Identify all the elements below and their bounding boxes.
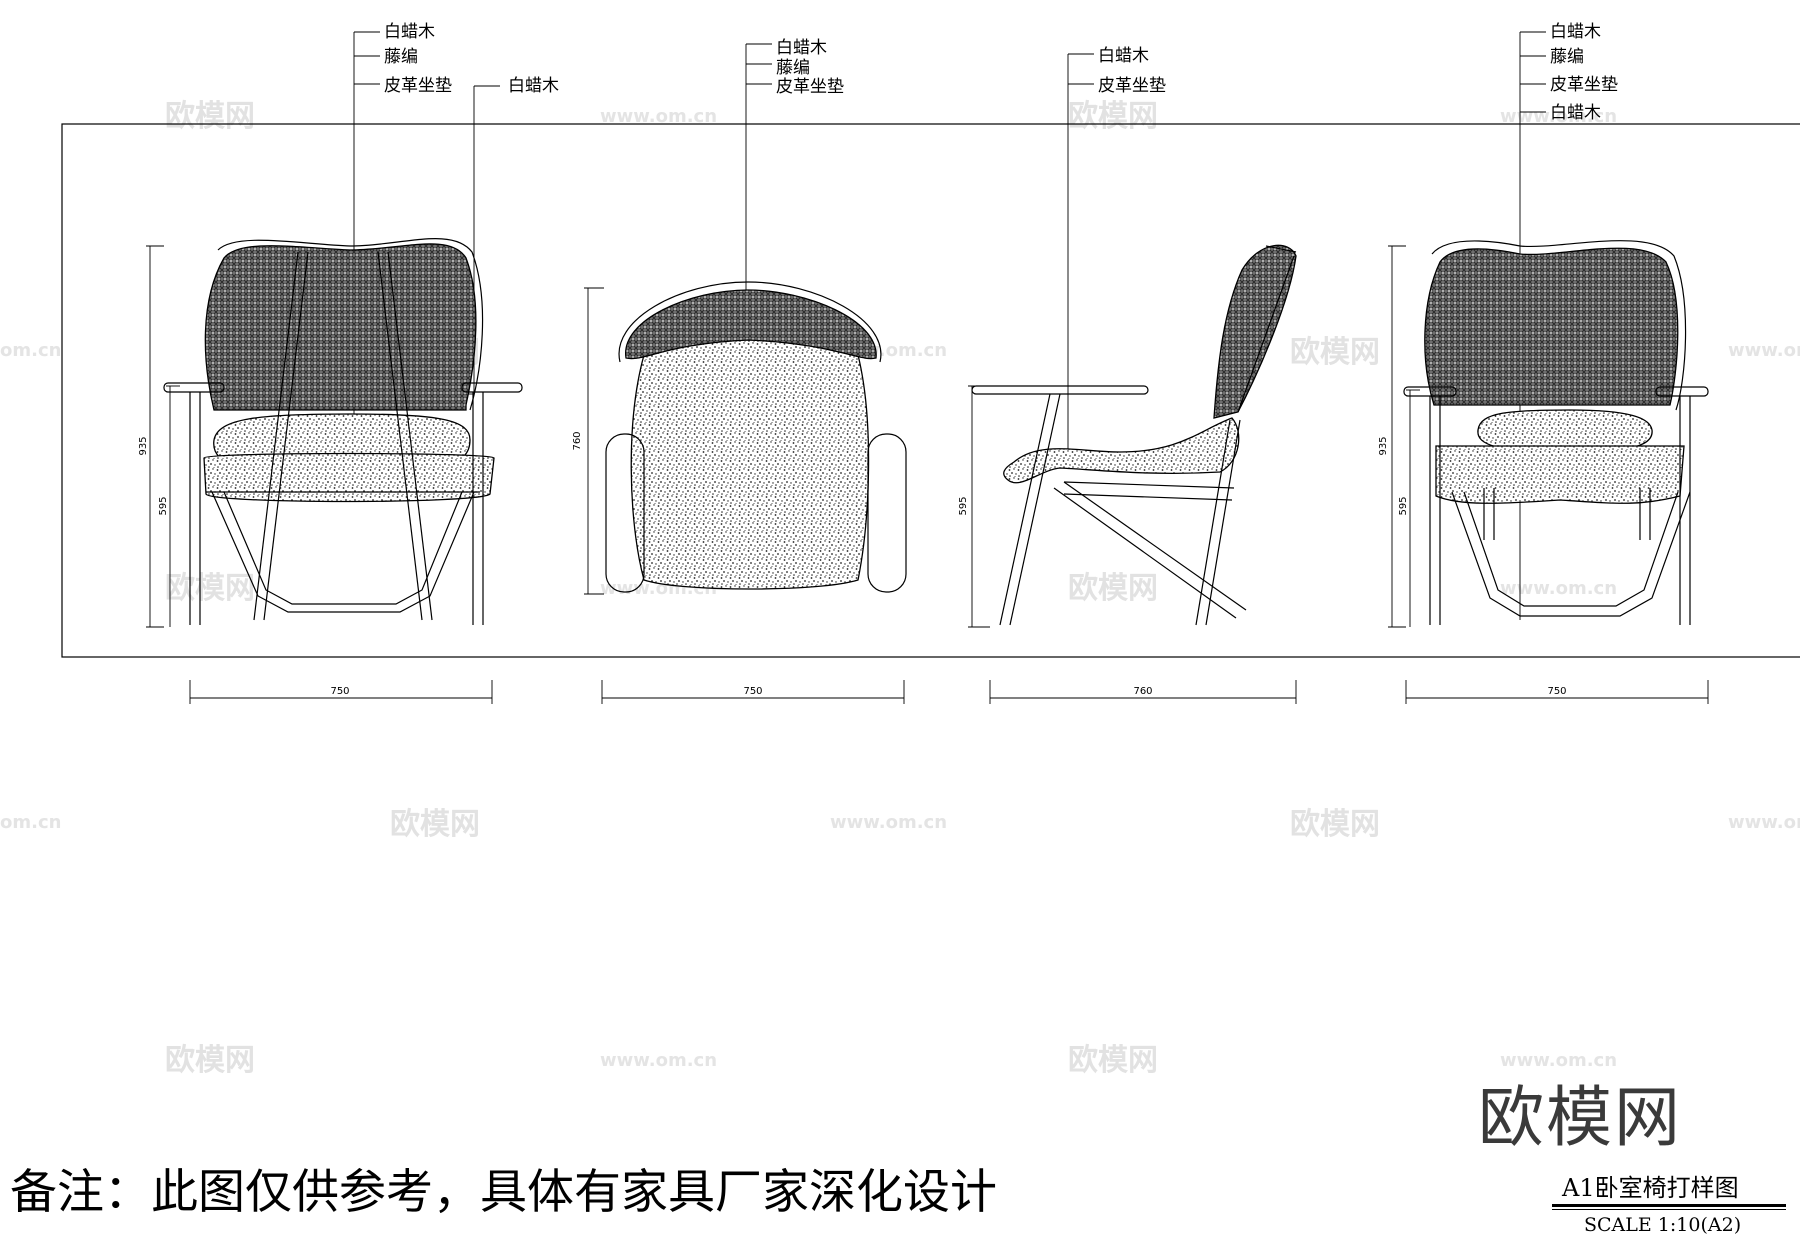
drawing-scale: SCALE 1:10(A2) xyxy=(1584,1214,1742,1236)
armrest xyxy=(461,382,523,393)
watermark-logo: 欧模网 xyxy=(165,99,255,134)
watermark-url: www.om.cn xyxy=(1500,106,1617,127)
label-ash-wood: 白蜡木 xyxy=(776,38,827,58)
watermark-url: www.om.cn xyxy=(830,812,947,833)
dim-width: 750 xyxy=(1547,686,1566,697)
watermark-logo: 欧模网 xyxy=(390,807,480,842)
armrest-plan xyxy=(867,433,907,593)
dim-height-total: 935 xyxy=(138,436,149,455)
side-view: 白蜡木 皮革坐垫 595 760 xyxy=(958,46,1297,704)
label-rattan: 藤编 xyxy=(1550,47,1584,67)
label-leather-cushion: 皮革坐垫 xyxy=(1550,75,1618,95)
watermark-url: www.om.cn xyxy=(1728,340,1800,361)
dim-height-total: 935 xyxy=(1378,436,1389,455)
back-view: 白蜡木 藤编 皮革坐垫 白蜡木 935 595 7 xyxy=(1378,22,1709,704)
watermark-logo: 欧模网 xyxy=(1068,571,1158,606)
label-ash-wood: 白蜡木 xyxy=(1098,46,1149,66)
backrest-rattan xyxy=(1424,247,1679,406)
drawing-title: A1卧室椅打样图 xyxy=(1562,1174,1739,1202)
watermark-brand-logo: 欧模网 xyxy=(1478,1079,1682,1156)
watermark-url: www.om.cn xyxy=(1500,1050,1617,1071)
watermark-url: om.cn xyxy=(0,340,61,361)
label-ash-wood: 白蜡木 xyxy=(1550,103,1601,123)
dim-height-arm: 595 xyxy=(1398,496,1409,515)
dim-width: 750 xyxy=(743,686,762,697)
armrest xyxy=(1655,386,1709,397)
armrest-plan xyxy=(605,433,645,593)
dim-height-arm: 595 xyxy=(958,496,969,515)
armrest xyxy=(163,382,225,393)
label-leather-cushion: 皮革坐垫 xyxy=(384,76,452,96)
backrest-rattan xyxy=(204,243,477,411)
watermark-logo: 欧模网 xyxy=(165,571,255,606)
watermark-url: om.cn xyxy=(0,812,61,833)
watermark-url: www.om.cn xyxy=(1500,578,1617,599)
title-underline xyxy=(1552,1209,1786,1210)
drawing-frame xyxy=(61,123,1800,658)
label-leather-cushion: 皮革坐垫 xyxy=(1098,76,1166,96)
watermark-url: www.om.cn xyxy=(600,1050,717,1071)
backrest-side xyxy=(1213,244,1297,419)
dim-width: 750 xyxy=(330,686,349,697)
watermark-logo: 欧模网 xyxy=(1068,99,1158,134)
label-rattan: 藤编 xyxy=(384,47,418,67)
remark-note: 备注：此图仅供参考，具体有家具厂家深化设计 xyxy=(10,1165,997,1220)
seat-cushion-side xyxy=(1003,417,1240,484)
front-view: 白蜡木 藤编 皮革坐垫 白蜡木 935 595 xyxy=(138,22,559,704)
watermark-logo: 欧模网 xyxy=(1290,807,1380,842)
label-leather-cushion: 皮革坐垫 xyxy=(776,77,844,97)
watermark-url: www.om.cn xyxy=(1728,812,1800,833)
label-rattan: 藤编 xyxy=(776,58,810,78)
dim-width: 760 xyxy=(1133,686,1152,697)
watermark-logo: 欧模网 xyxy=(1290,335,1380,370)
label-ash-wood: 白蜡木 xyxy=(384,22,435,42)
dim-height-arm: 595 xyxy=(158,496,169,515)
label-ash-wood: 白蜡木 xyxy=(1550,22,1601,42)
watermark-logo: 欧模网 xyxy=(1068,1043,1158,1078)
dim-height: 760 xyxy=(572,431,583,450)
label-ash-wood: 白蜡木 xyxy=(508,76,559,96)
seat-plan xyxy=(630,339,870,590)
top-view: 白蜡木 藤编 皮革坐垫 760 750 xyxy=(572,38,907,704)
watermark-logo: 欧模网 xyxy=(165,1043,255,1078)
title-underline xyxy=(1552,1204,1786,1207)
backrest-plan xyxy=(625,289,877,360)
armrest-side xyxy=(971,385,1149,395)
watermark-url: www.om.cn xyxy=(600,106,717,127)
